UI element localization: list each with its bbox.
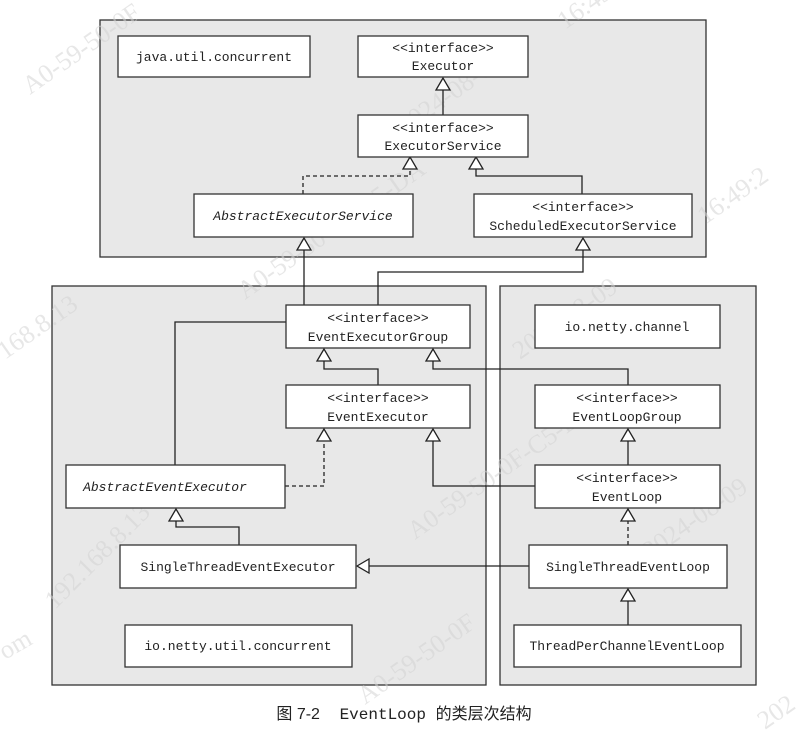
inheritance-arrow-icon	[619, 587, 637, 602]
class-name: AbstractExecutorService	[212, 209, 393, 224]
class-name: Executor	[412, 59, 474, 74]
edge-eventloopgroup-to-eventexecutorgroup	[432, 360, 629, 385]
edge-eventexecutorgroup-to-scheduledexecutorservice	[377, 249, 584, 305]
inheritance-arrow-icon	[434, 76, 452, 91]
inheritance-arrow-icon	[167, 507, 185, 522]
class-name: EventExecutor	[327, 410, 428, 425]
class-name: EventLoopGroup	[572, 410, 681, 425]
relations-layer	[167, 76, 637, 625]
inheritance-arrow-icon	[619, 427, 637, 442]
edge-scheduledexecutorservice-to-executorservice	[475, 168, 583, 194]
class-name: SingleThreadEventLoop	[546, 560, 710, 575]
package-label-io-netty-channel: io.netty.channel	[534, 304, 721, 349]
class-box-singlethreadeventexecutor[interactable]: SingleThreadEventExecutor	[119, 544, 357, 589]
stereotype-label: <<interface>>	[576, 391, 678, 406]
package-name: io.netty.util.concurrent	[144, 639, 331, 654]
inheritance-arrow-icon	[574, 236, 592, 251]
edge-eventloop-to-eventexecutor	[432, 440, 535, 487]
inheritance-arrow-icon	[424, 427, 442, 442]
class-box-executor[interactable]: <<interface>> Executor	[357, 35, 529, 78]
edge-abstracteventexecutor-to-eventexecutor	[285, 440, 325, 487]
figure-number: 图 7-2	[276, 706, 320, 723]
class-box-executorservice[interactable]: <<interface>> ExecutorService	[357, 114, 529, 158]
stereotype-label: <<interface>>	[392, 121, 494, 136]
stereotype-label: <<interface>>	[392, 41, 494, 56]
class-box-eventloopgroup[interactable]: <<interface>> EventLoopGroup	[534, 384, 721, 429]
inheritance-arrow-icon	[355, 557, 370, 575]
class-box-singlethreadeventloop[interactable]: SingleThreadEventLoop	[528, 544, 728, 589]
class-box-eventloop[interactable]: <<interface>> EventLoop	[534, 464, 721, 509]
package-label-java-util-concurrent: java.util.concurrent	[117, 35, 311, 78]
class-name: EventExecutorGroup	[308, 330, 448, 345]
class-name: ThreadPerChannelEventLoop	[529, 639, 724, 654]
stereotype-label: <<interface>>	[532, 200, 634, 215]
edge-singlethreadeventexecutor-to-abstracteventexecutor	[175, 520, 240, 545]
edge-abstractexecutorservice-to-executorservice	[302, 168, 411, 194]
class-box-eventexecutorgroup[interactable]: <<interface>> EventExecutorGroup	[285, 304, 471, 349]
class-name: SingleThreadEventExecutor	[140, 560, 335, 575]
edge-abstracteventexecutor-to-eventexecutorgroup	[174, 321, 286, 465]
package-name: java.util.concurrent	[136, 50, 292, 65]
package-label-io-netty-util-concurrent: io.netty.util.concurrent	[124, 624, 353, 668]
stereotype-label: <<interface>>	[327, 311, 429, 326]
inheritance-arrow-icon	[295, 236, 313, 251]
watermark-text: om	[0, 623, 37, 665]
class-name: ExecutorService	[384, 139, 501, 154]
inheritance-arrow-icon	[619, 507, 637, 522]
class-box-abstracteventexecutor[interactable]: AbstractEventExecutor	[65, 464, 286, 509]
inheritance-arrow-icon	[467, 155, 485, 170]
class-box-threadperchanneleventloop[interactable]: ThreadPerChannelEventLoop	[513, 624, 742, 668]
figure-caption: 图 7-2 EventLoop 的类层次结构	[0, 700, 808, 724]
class-box-abstractexecutorservice[interactable]: AbstractExecutorService	[193, 193, 414, 238]
figure-code-term: EventLoop	[339, 706, 426, 724]
class-name: EventLoop	[592, 490, 662, 505]
inheritance-arrow-icon	[401, 155, 419, 170]
edge-eventexecutor-to-eventexecutorgroup	[323, 360, 379, 385]
class-name: ScheduledExecutorService	[489, 219, 676, 234]
inheritance-arrow-icon	[315, 347, 333, 362]
inheritance-arrow-icon	[315, 427, 333, 442]
class-box-scheduledexecutorservice[interactable]: <<interface>> ScheduledExecutorService	[473, 193, 693, 238]
inheritance-arrow-icon	[424, 347, 442, 362]
stereotype-label: <<interface>>	[327, 391, 429, 406]
package-name: io.netty.channel	[565, 320, 690, 335]
stereotype-label: <<interface>>	[576, 471, 678, 486]
class-name: AbstractEventExecutor	[82, 480, 247, 495]
figure-description: 的类层次结构	[435, 704, 532, 723]
class-box-eventexecutor[interactable]: <<interface>> EventExecutor	[285, 384, 471, 429]
